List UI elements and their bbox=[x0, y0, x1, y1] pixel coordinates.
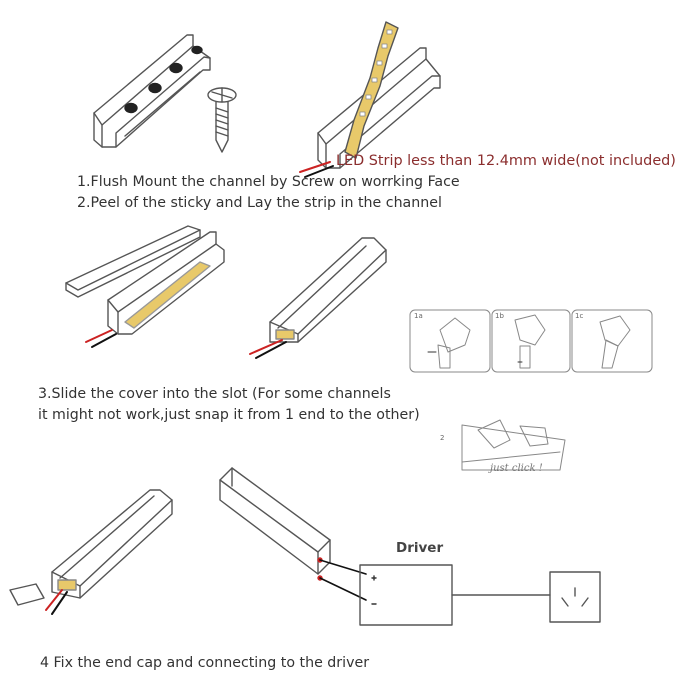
assembled-channel-drawing bbox=[249, 237, 387, 359]
led-strip bbox=[344, 21, 399, 159]
screw-hole bbox=[191, 45, 203, 55]
inset-label-1b: 1b bbox=[495, 312, 504, 320]
led-strip-note: LED Strip less than 12.4mm wide(not incl… bbox=[336, 153, 676, 169]
screw-hole bbox=[169, 62, 183, 74]
inset-panel-1a bbox=[409, 309, 491, 373]
screw-hole bbox=[148, 82, 162, 94]
step-3-text-line-1: 3.Slide the cover into the slot (For som… bbox=[38, 386, 391, 402]
end-cap-channel-drawing bbox=[9, 489, 173, 615]
just-click-note: just click ! bbox=[490, 463, 543, 474]
step-3-text-line-2: it might not work,just snap it from 1 en… bbox=[38, 407, 420, 423]
cover-sliding-drawing bbox=[65, 225, 225, 348]
screw-icon bbox=[207, 87, 237, 153]
driver-box bbox=[359, 564, 551, 626]
step-2-text: 2.Peel of the sticky and Lay the strip i… bbox=[77, 195, 442, 211]
step-4-text: 4 Fix the end cap and connecting to the … bbox=[40, 655, 370, 671]
step-1-text: 1.Flush Mount the channel by Screw on wo… bbox=[77, 174, 460, 190]
inset-label-2: 2 bbox=[440, 434, 445, 442]
screw-hole bbox=[124, 102, 138, 114]
led-strip bbox=[124, 261, 211, 329]
snap-in-inset bbox=[409, 309, 653, 471]
inset-panel-1c bbox=[571, 309, 653, 373]
inset-label-1c: 1c bbox=[575, 312, 584, 320]
power-outlet-icon bbox=[549, 571, 601, 623]
mounting-channel-drawing bbox=[93, 34, 211, 148]
channel-with-led-drawing bbox=[299, 21, 441, 178]
driver-label: Driver bbox=[396, 540, 444, 556]
inset-panel-1b bbox=[491, 309, 571, 373]
capped-channel-drawing bbox=[219, 467, 367, 601]
end-cap bbox=[9, 583, 45, 606]
inset-label-1a: 1a bbox=[414, 312, 423, 320]
